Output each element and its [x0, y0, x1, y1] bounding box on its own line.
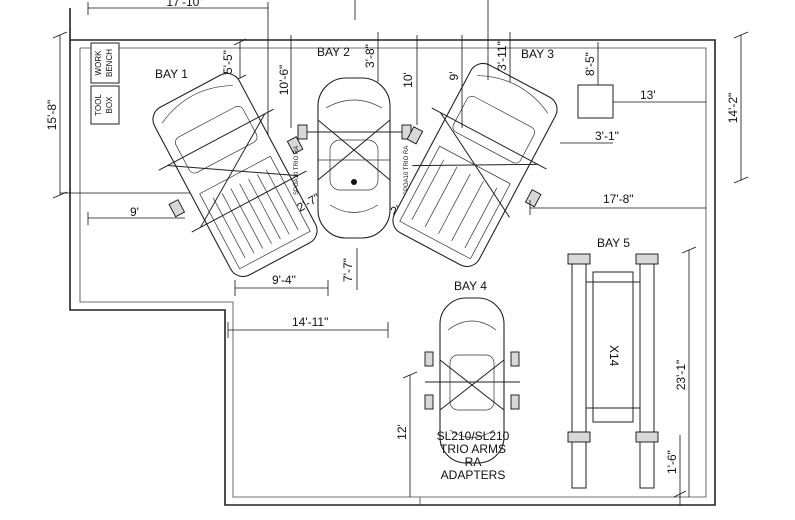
svg-text:3'-11": 3'-11" — [495, 41, 509, 71]
bay5-lift — [567, 253, 659, 489]
svg-text:23'-1": 23'-1" — [674, 360, 688, 391]
dim-bay2-right: 10' — [401, 35, 418, 125]
dim-bay3-top: 3'-11" — [495, 32, 511, 82]
spoa10-right-label: SPOA10 TRIO RA — [404, 146, 410, 195]
building-walls — [69, 8, 716, 506]
dim-bay2-left: 10'-6" — [277, 35, 292, 128]
dim-top-width: 17'-10" — [87, 0, 269, 15]
dim-bay1-span: 9'-4" — [234, 273, 329, 296]
svg-text:12': 12' — [395, 424, 409, 440]
work-bench-line2: BENCH — [105, 49, 114, 77]
dim-bay1-small: 5'-5" — [221, 38, 247, 82]
bay4-adapter-line2: TRIO ARMS — [440, 442, 506, 456]
bay1-label: BAY 1 — [155, 67, 188, 81]
svg-text:10': 10' — [401, 72, 415, 88]
bay5-label: BAY 5 — [597, 236, 630, 250]
dim-right-height: 14'-2" — [726, 31, 749, 184]
work-bench: WORK BENCH — [90, 42, 120, 84]
svg-text:14'-2": 14'-2" — [726, 93, 740, 124]
svg-text:8'-5": 8'-5" — [583, 52, 597, 76]
svg-text:9'-4": 9'-4" — [272, 273, 296, 287]
svg-text:13': 13' — [640, 88, 656, 102]
svg-text:9': 9' — [130, 205, 139, 219]
dim-bay5-edge: 1'-6" — [665, 435, 687, 505]
dim-bay2-top: 3'-8" — [363, 32, 379, 82]
bay3-vehicle — [392, 62, 558, 268]
bay1-vehicle — [152, 72, 318, 278]
svg-text:10'-6": 10'-6" — [277, 65, 291, 96]
svg-text:15'-8": 15'-8" — [45, 100, 59, 131]
tool-box-line1: TOOL — [94, 94, 103, 116]
svg-text:14'-11": 14'-11" — [292, 315, 328, 329]
dim-bay4-depth: 12' — [395, 371, 418, 497]
bay4-label: BAY 4 — [454, 279, 487, 293]
dim-bay5-depth: 23'-1" — [674, 246, 697, 497]
bay3-column-box: 8'-5" 13' 3'-1" — [560, 42, 706, 144]
dim-notch-width: 14'-11" — [227, 315, 389, 338]
bay4-adapter-line4: ADAPTERS — [441, 468, 506, 482]
dim-bay1-nine: 9' — [87, 205, 185, 225]
tool-box-line2: BOX — [105, 96, 114, 114]
svg-text:3'-8": 3'-8" — [363, 44, 377, 68]
spoa10-left-label: SPOA10 TRIO RA — [294, 146, 300, 195]
dim-left-height: 15'-8" — [45, 31, 210, 199]
svg-text:9': 9' — [447, 72, 461, 81]
bay2-label: BAY 2 — [317, 45, 350, 59]
svg-text:7'-7": 7'-7" — [341, 258, 355, 282]
work-bench-line1: WORK — [94, 50, 103, 76]
bay2-vehicle — [297, 77, 412, 239]
svg-text:5'-5": 5'-5" — [221, 50, 235, 74]
bay4-adapter-line1: SL210/SL210 — [437, 429, 510, 443]
bay3-label: BAY 3 — [521, 47, 554, 61]
dim-bay2-clear: 7'-7" — [341, 248, 358, 290]
svg-text:3'-1": 3'-1" — [595, 129, 619, 143]
tool-box: TOOL BOX — [90, 85, 120, 125]
svg-text:17'-8": 17'-8" — [603, 192, 634, 206]
svg-text:17'-10": 17'-10" — [166, 0, 203, 9]
bay4-vehicle — [424, 297, 520, 464]
bay5-model-label: X14 — [607, 345, 621, 367]
svg-text:1'-6": 1'-6" — [665, 450, 679, 474]
dim-bay3-mid: 9' — [447, 35, 463, 128]
bay4-adapter-line3: RA — [465, 455, 482, 469]
dim-bay3-span: 17'-8" — [529, 192, 706, 215]
